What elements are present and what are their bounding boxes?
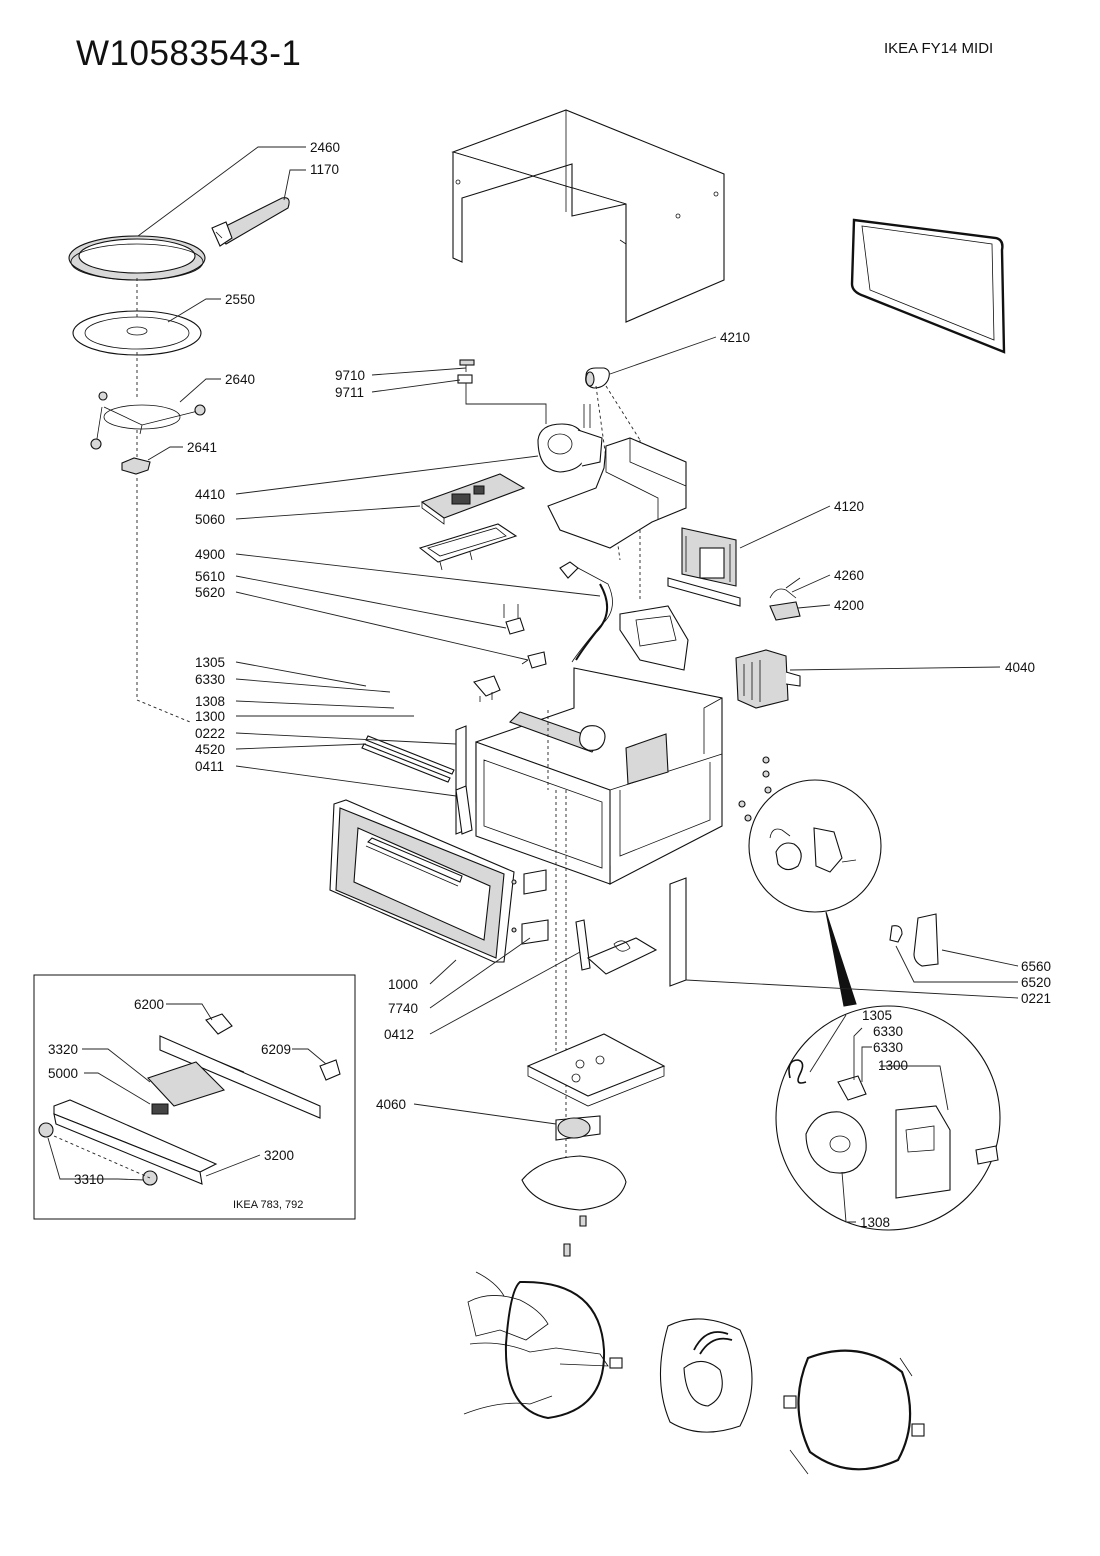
label-4060: 4060 [376, 1097, 406, 1112]
label-2641: 2641 [187, 440, 217, 455]
label-5000: 5000 [48, 1066, 78, 1081]
interlock-bracket-0412 [575, 919, 658, 975]
capacitor-4210 [585, 367, 610, 389]
diode-4260 [769, 577, 801, 599]
label-6330: 6330 [195, 672, 225, 687]
part-number-labels: 2460 1170 2550 2640 2641 9710 9711 4210 … [48, 140, 1051, 1230]
magnetron-4040 [735, 649, 801, 709]
air-duct [547, 437, 687, 549]
latch-detail-callout [775, 1005, 1001, 1231]
door-hinge-plates-7740 [511, 869, 549, 945]
lamp-6520 [889, 925, 903, 943]
label-9711: 9711 [335, 385, 364, 400]
side-panel-0221 [669, 877, 687, 987]
base-plate [526, 1033, 666, 1107]
turntable-plate-2550 [72, 310, 202, 356]
thermal-switch-9711 [457, 374, 547, 424]
label-4900: 4900 [195, 547, 225, 562]
transformer-4120 [667, 527, 741, 607]
label-4120: 4120 [834, 499, 864, 514]
label-1305: 1305 [195, 655, 225, 670]
label-7740: 7740 [388, 1001, 418, 1016]
inset-caption: IKEA 783, 792 [233, 1199, 303, 1211]
drive-coupler-2641 [121, 457, 151, 475]
label-0411: 0411 [195, 759, 224, 774]
label-4200: 4200 [834, 598, 864, 613]
roller-support-2640 [90, 391, 206, 450]
model-label: IKEA FY14 MIDI [884, 40, 994, 57]
lamp-cover-6560 [913, 913, 939, 967]
label-6200: 6200 [134, 997, 164, 1012]
glass-turntable-tray-2460 [68, 235, 206, 281]
detail-label-1305: 1305 [862, 1008, 892, 1023]
tray-handle-tool-1170 [211, 197, 290, 247]
label-1000: 1000 [388, 977, 418, 992]
label-9710: 9710 [335, 368, 365, 383]
hinge-0411 [455, 785, 473, 835]
label-1300: 1300 [195, 709, 225, 724]
label-3320: 3320 [48, 1042, 78, 1057]
label-5060: 5060 [195, 512, 225, 527]
wire-harness-4900 [559, 561, 613, 663]
thermal-protector-5610 [503, 604, 525, 635]
hinge-rod-4520 [361, 735, 455, 783]
thermal-protector-5620 [521, 651, 547, 669]
label-4410: 4410 [195, 487, 225, 502]
label-4520: 4520 [195, 742, 225, 757]
label-6209: 6209 [261, 1042, 291, 1057]
label-2460: 2460 [310, 140, 340, 155]
removal-illustration-hand [463, 1271, 623, 1420]
control-panel-inset [33, 974, 356, 1220]
turntable-motor-4060 [555, 1115, 601, 1141]
removal-illustration-motor [659, 1318, 753, 1433]
fan-motor-4410 [537, 404, 603, 473]
label-1308: 1308 [195, 694, 225, 709]
bracket-clip [473, 675, 501, 702]
label-2550: 2550 [225, 292, 255, 307]
label-0221: 0221 [1021, 991, 1051, 1006]
pcb-bracket [418, 523, 518, 571]
document-number: W10583543-1 [76, 34, 302, 73]
stirrer-cover-disc [521, 1155, 627, 1211]
label-0222: 0222 [195, 726, 225, 741]
label-3200: 3200 [264, 1148, 294, 1163]
label-1170: 1170 [310, 162, 339, 177]
detail-label-1300: 1300 [878, 1058, 908, 1073]
oven-cavity-chassis [475, 667, 723, 1160]
bottom-screws [563, 1215, 587, 1257]
label-4260: 4260 [834, 568, 864, 583]
label-5610: 5610 [195, 569, 225, 584]
cavity-screws [738, 756, 772, 822]
label-0412: 0412 [384, 1027, 414, 1042]
label-4040: 4040 [1005, 660, 1035, 675]
label-4210: 4210 [720, 330, 750, 345]
hv-capacitor-4200 [769, 601, 801, 621]
label-6520: 6520 [1021, 975, 1051, 990]
fuse-holder-9710 [459, 359, 475, 372]
detail-label-6330-b: 6330 [873, 1040, 903, 1055]
label-5620: 5620 [195, 585, 225, 600]
detail-label-6330-a: 6330 [873, 1024, 903, 1039]
outer-cabinet-cover [451, 109, 725, 323]
label-3310: 3310 [74, 1172, 104, 1187]
label-6560: 6560 [1021, 959, 1051, 974]
waveguide-cover [619, 605, 689, 671]
removal-illustration-ring [783, 1349, 925, 1475]
control-pcb-5060 [420, 473, 526, 525]
detail-label-1308: 1308 [860, 1215, 890, 1230]
interlock-detail-callout [748, 779, 882, 913]
leader-lines [47, 146, 1019, 1223]
oven-door-1000 [329, 799, 515, 963]
label-2640: 2640 [225, 372, 255, 387]
door-seal-gasket [850, 218, 1006, 354]
